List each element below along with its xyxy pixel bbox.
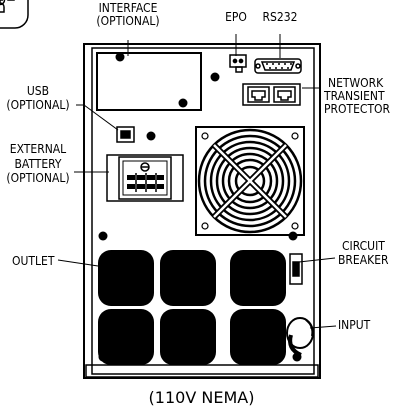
label-usb-optional: (OPTIONAL)	[6, 98, 70, 112]
input-cord	[286, 317, 314, 357]
screw-icon	[145, 130, 157, 142]
label-interface: INTERFACE	[98, 1, 158, 15]
panel-outline	[83, 43, 321, 379]
usb-port	[116, 126, 135, 143]
label-battery: BATTERY	[14, 157, 62, 171]
external-battery-connector	[106, 154, 184, 202]
rs232-connector	[254, 58, 302, 74]
panel-inner	[91, 47, 315, 375]
label-network: NETWORK	[328, 76, 384, 90]
label-outlet: OUTLET	[12, 254, 55, 268]
label-epo: EPO	[225, 10, 247, 24]
label-battery-optional: (OPTIONAL)	[6, 171, 70, 185]
outlet-receptacle	[159, 249, 217, 307]
label-external: EXTERNAL	[9, 142, 67, 156]
epo-connector	[229, 54, 247, 73]
label-protector: PROTECTOR	[324, 102, 391, 116]
label-input: INPUT	[338, 318, 371, 332]
cooling-fan	[195, 126, 305, 236]
label-breaker: BREAKER	[338, 253, 389, 267]
screw-icon	[209, 71, 221, 83]
network-protector	[242, 83, 301, 106]
outlets	[0, 0, 29, 29]
outlet-receptacle	[229, 249, 287, 307]
outlet-receptacle	[97, 249, 155, 307]
screw-icon	[97, 230, 109, 242]
leader-lines	[57, 34, 337, 329]
label-transient: TRANSIENT	[324, 89, 385, 103]
caption: (110V NEMA)	[148, 388, 255, 407]
panel-base	[85, 364, 319, 378]
screw-icon	[114, 51, 126, 63]
label-circuit: CIRCUIT	[342, 239, 385, 253]
circuit-breaker	[289, 253, 303, 285]
outlet-receptacle	[229, 308, 287, 366]
label-usb: USB	[26, 84, 50, 98]
label-interface-optional: (OPTIONAL)	[96, 14, 160, 28]
outlet-receptacle	[97, 308, 155, 366]
outlet-receptacle	[159, 308, 217, 366]
screw-icon	[177, 97, 189, 109]
label-rs232: RS232	[262, 10, 298, 24]
interface-slot	[96, 52, 202, 111]
